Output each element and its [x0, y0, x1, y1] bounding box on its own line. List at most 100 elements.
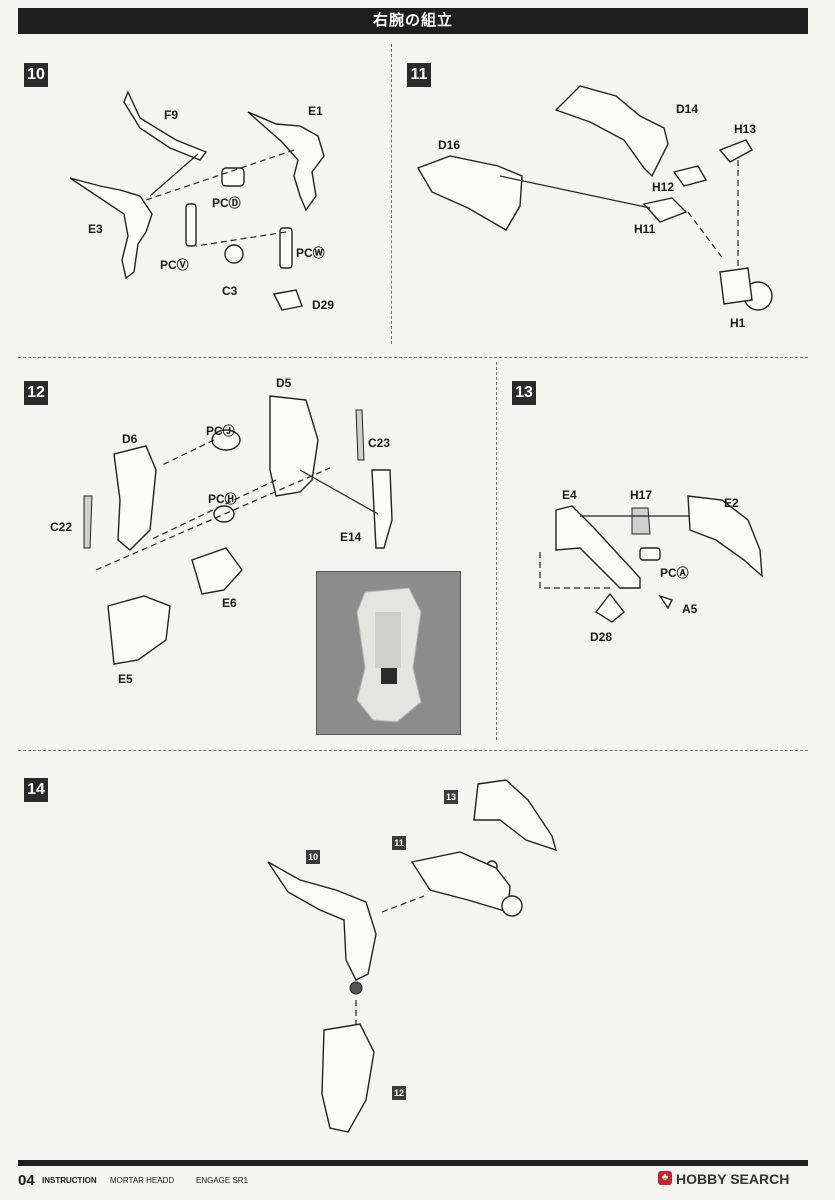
- label-e4: E4: [562, 488, 577, 502]
- arrow-e1-e3: [145, 149, 295, 201]
- divider-vertical-mid: [496, 362, 497, 740]
- part-f9: [123, 90, 208, 161]
- label-h17: H17: [630, 488, 653, 502]
- part-e5: [107, 595, 171, 665]
- arrow-d5-d6: [149, 479, 277, 541]
- label-h1: H1: [730, 316, 746, 330]
- part-d16: [416, 155, 523, 231]
- part-e6: [191, 547, 243, 595]
- label-e3: E3: [88, 222, 103, 236]
- assembly-12: [321, 1023, 375, 1133]
- part-a5: [658, 594, 673, 610]
- arrow-10-11: [381, 895, 425, 913]
- label-h11: H11: [634, 222, 656, 236]
- part-d14: [554, 85, 669, 178]
- label-pc-a: PCⒶ: [660, 566, 689, 580]
- assembly-reference-photo: [316, 571, 461, 735]
- label-e5: E5: [118, 672, 133, 686]
- footer-product: MORTAR HEADD: [110, 1176, 175, 1185]
- part-d6: [113, 445, 157, 551]
- label-pc-j: PCⒿ: [206, 424, 235, 438]
- arrow-f9-e3: [149, 153, 199, 197]
- label-d6: D6: [122, 432, 138, 446]
- label-d28: D28: [590, 630, 613, 644]
- label-c3: C3: [222, 284, 238, 298]
- step-14-diagram: [267, 779, 558, 1133]
- part-h17: [631, 507, 651, 535]
- divider-horizontal-2: [18, 750, 808, 751]
- step-13-number: 13: [512, 381, 536, 405]
- assembly-11: [410, 851, 511, 913]
- divider-vertical-top: [391, 44, 392, 344]
- part-c3: [224, 244, 244, 264]
- part-d5: [269, 395, 319, 497]
- part-e3: [69, 177, 153, 280]
- part-pc-a: [639, 547, 661, 561]
- footer-instruction: INSTRUCTION: [42, 1176, 97, 1185]
- page-title: 右腕の組立: [18, 8, 808, 34]
- ref-step-13: 13: [444, 790, 458, 804]
- label-d16: D16: [438, 138, 461, 152]
- part-pc-h: [213, 505, 235, 523]
- part-e4: [555, 505, 641, 589]
- part-h11: [642, 197, 688, 223]
- part-h1: [719, 267, 753, 305]
- joint-10: [349, 981, 363, 995]
- step-13-diagram: [539, 495, 763, 623]
- step-12-number: 12: [24, 381, 48, 405]
- joint-11-ball: [501, 895, 523, 917]
- arrow-pcj-d6: [159, 439, 215, 467]
- label-c23: C23: [368, 436, 391, 450]
- part-d29: [272, 289, 303, 311]
- label-h12: H12: [652, 180, 675, 194]
- hobbysearch-logo-icon: ♣: [658, 1171, 672, 1185]
- step-11-number: 11: [407, 63, 431, 87]
- step-14-number: 14: [24, 778, 48, 802]
- label-e1: E1: [308, 104, 323, 118]
- arrow-pcw-pcv: [195, 231, 287, 247]
- ref-step-10: 10: [306, 850, 320, 864]
- arrow-d16-h11: [499, 175, 651, 209]
- label-d5: D5: [276, 376, 292, 390]
- step-11-diagram: [416, 85, 773, 311]
- label-f9: F9: [164, 108, 179, 122]
- step-10-number: 10: [24, 63, 48, 87]
- label-c22: C22: [50, 520, 73, 534]
- label-d14: D14: [676, 102, 699, 116]
- footer-model: ENGAGE SR1: [196, 1176, 249, 1185]
- label-e6: E6: [222, 596, 237, 610]
- footer-bar: [18, 1160, 808, 1166]
- part-e2: [687, 495, 763, 578]
- arrow-d28-e4: [539, 552, 610, 589]
- part-pc-v: [185, 203, 197, 247]
- ref-step-11: 11: [392, 836, 406, 850]
- arrow-e14-d5: [299, 469, 379, 515]
- step-12-diagram: [83, 395, 393, 665]
- label-e2: E2: [724, 496, 739, 510]
- step-10-diagram: [69, 90, 325, 311]
- ref-step-12: 12: [392, 1086, 406, 1100]
- label-d29: D29: [312, 298, 335, 312]
- label-a5: A5: [682, 602, 698, 616]
- part-e14: [371, 469, 393, 549]
- part-e1: [247, 111, 325, 212]
- label-h13: H13: [734, 122, 757, 136]
- part-h12: [672, 165, 708, 187]
- label-pc-w: PCⓌ: [296, 246, 325, 260]
- part-pc-j: [211, 429, 241, 451]
- brand-watermark: HOBBY SEARCH: [676, 1171, 790, 1187]
- divider-horizontal-1: [18, 357, 808, 358]
- arrow-h11-h1: [687, 211, 725, 261]
- part-h13: [718, 139, 753, 163]
- label-pc-h: PCⒽ: [208, 492, 237, 506]
- label-pc-d: PCⒹ: [212, 196, 241, 210]
- part-d28: [594, 592, 625, 623]
- assembly-10: [267, 861, 377, 981]
- label-pc-v: PCⓋ: [160, 258, 189, 272]
- assembly-13: [473, 779, 558, 852]
- part-c23: [355, 409, 365, 461]
- label-e14: E14: [340, 530, 362, 544]
- part-pc-w: [279, 227, 293, 269]
- part-c22: [83, 495, 93, 549]
- arrow-c22-d5: [95, 467, 331, 571]
